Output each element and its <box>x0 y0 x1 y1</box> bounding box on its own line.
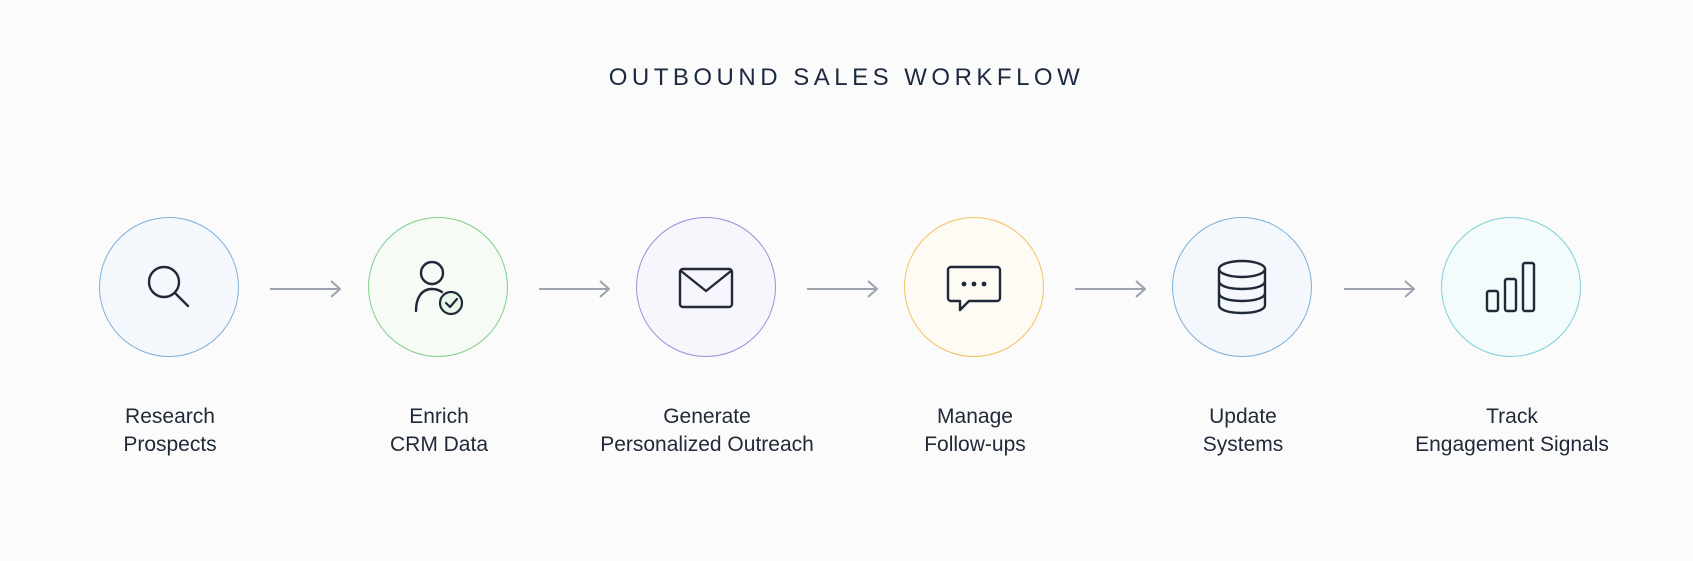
arrow-right-icon <box>1344 280 1415 298</box>
step-label: Generate Personalized Outreach <box>577 403 837 459</box>
step-label-line2: Systems <box>1202 433 1284 456</box>
database-icon <box>1217 259 1267 315</box>
step-circle <box>1441 217 1581 357</box>
step-label-line2: Engagement Signals <box>1415 433 1609 456</box>
step-circle <box>99 217 239 357</box>
step-circle <box>368 217 508 357</box>
user-check-icon <box>414 260 464 316</box>
chat-bubble-icon <box>946 265 1002 312</box>
bar-chart-icon <box>1485 261 1536 313</box>
step-label-line2: Personalized Outreach <box>600 433 814 456</box>
step-label-line1: Generate <box>663 405 751 428</box>
step-label-line1: Update <box>1209 405 1277 428</box>
arrow-right-icon <box>539 280 610 298</box>
step-label-line2: Prospects <box>123 433 217 456</box>
step-label: Manage Follow-ups <box>845 403 1105 459</box>
envelope-icon <box>678 267 734 309</box>
step-label-line2: Follow-ups <box>924 433 1026 456</box>
step-generate-outreach: Generate Personalized Outreach <box>577 217 837 477</box>
step-enrich-crm-data: Enrich CRM Data <box>309 217 569 477</box>
step-label: Update Systems <box>1113 403 1373 459</box>
step-track-engagement: Track Engagement Signals <box>1382 217 1642 477</box>
step-circle <box>904 217 1044 357</box>
step-label-line1: Research <box>125 405 215 428</box>
step-circle <box>636 217 776 357</box>
step-circle <box>1172 217 1312 357</box>
step-label-line1: Track <box>1486 405 1538 428</box>
diagram-title: OUTBOUND SALES WORKFLOW <box>608 64 1085 91</box>
step-label-line1: Enrich <box>409 405 469 428</box>
step-label-line1: Manage <box>937 405 1013 428</box>
arrow-right-icon <box>1075 280 1146 298</box>
arrow-right-icon <box>807 280 878 298</box>
step-research-prospects: Research Prospects <box>40 217 300 477</box>
arrow-right-icon <box>270 280 341 298</box>
step-manage-follow-ups: Manage Follow-ups <box>845 217 1105 477</box>
step-label: Research Prospects <box>40 403 300 459</box>
step-label-line2: CRM Data <box>389 433 489 456</box>
step-update-systems: Update Systems <box>1113 217 1373 477</box>
step-label: Enrich CRM Data <box>309 403 569 459</box>
step-label: Track Engagement Signals <box>1382 403 1642 459</box>
search-icon <box>147 265 190 308</box>
